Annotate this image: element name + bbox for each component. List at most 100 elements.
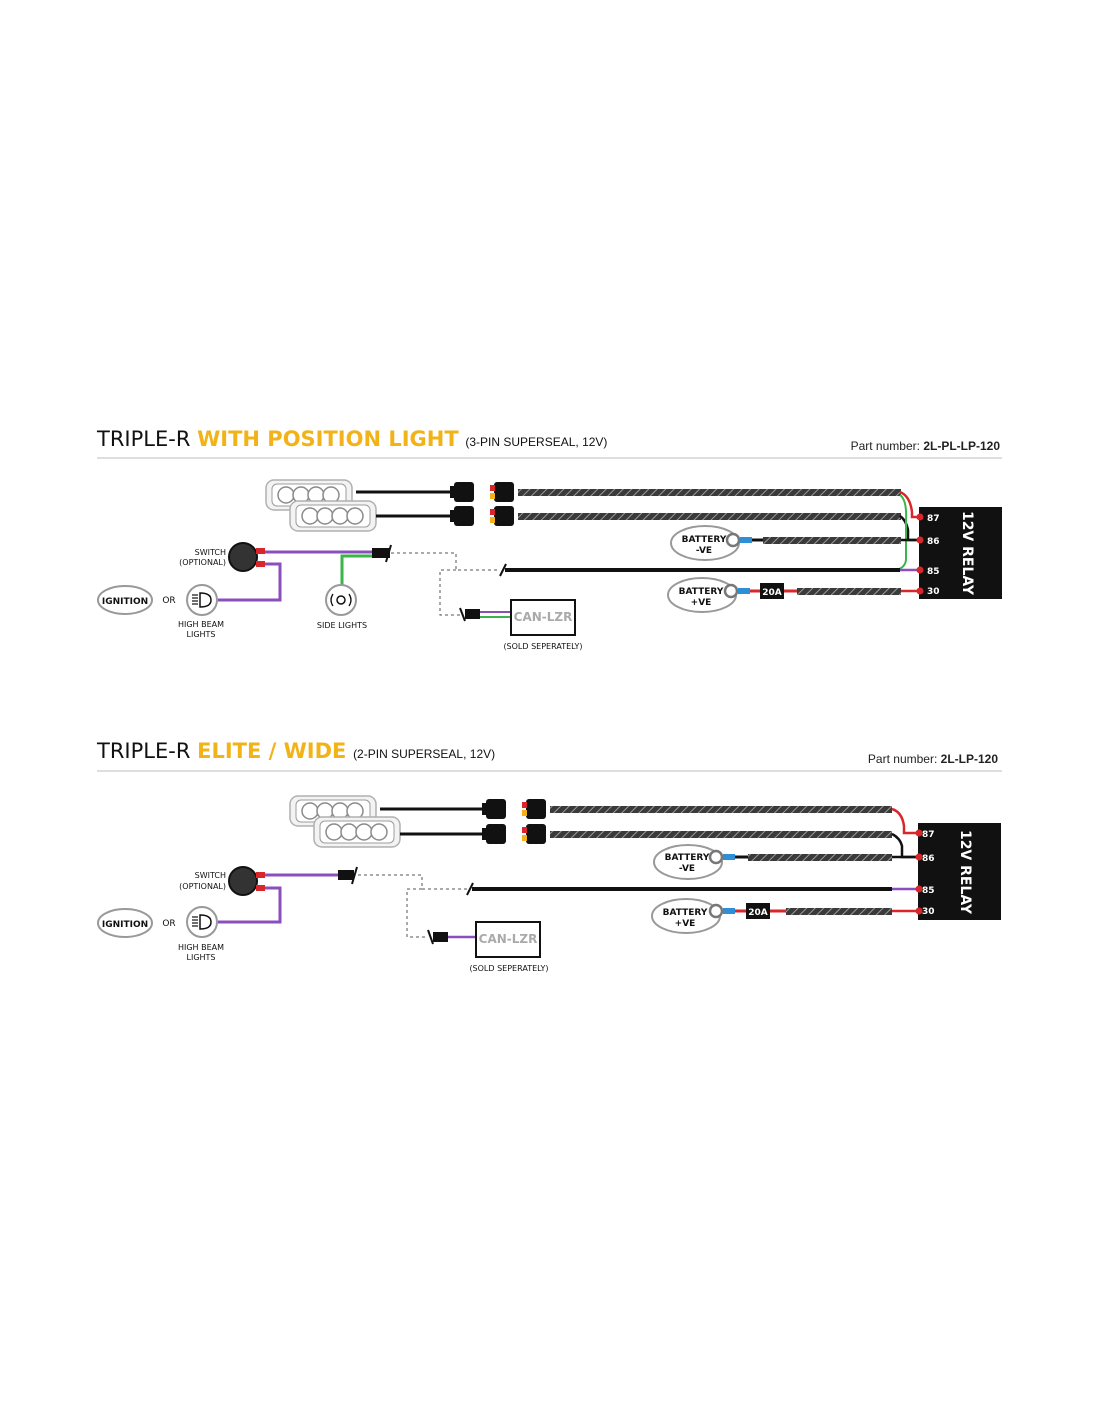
cut-mark (351, 866, 358, 885)
connector-plug-icon (338, 870, 354, 880)
relay-label: 12V RELAY (957, 830, 973, 915)
part-number-label: Part number: (868, 752, 937, 766)
relay (919, 507, 1002, 599)
harness-braid (550, 806, 892, 813)
diagram-2-title: TRIPLE-R ELITE / WIDE (2-PIN SUPERSEAL, … (96, 739, 495, 763)
harness-braid (786, 908, 892, 915)
fuse-label: 20A (748, 908, 768, 918)
high-beam-label-2: LIGHTS (187, 630, 216, 639)
battery-positive-sub: +VE (675, 919, 696, 929)
relay-pin-87: 87 (922, 830, 935, 840)
diagram-2-title-suffix: (2-PIN SUPERSEAL, 12V) (353, 747, 495, 761)
wire-purple (218, 562, 282, 602)
wire-red (899, 490, 919, 519)
relay-pin-85: 85 (922, 886, 935, 896)
relay-pin (916, 536, 924, 544)
cut-mark (385, 544, 392, 563)
high-beam-label: HIGH BEAM (178, 620, 224, 629)
cut-mark (466, 882, 474, 896)
can-route-dashed (358, 874, 467, 890)
harness-braid (550, 831, 892, 838)
relay-pin (916, 587, 924, 595)
switch-label-optional: (OPTIONAL) (179, 882, 226, 891)
connector-socket-icon (522, 824, 546, 844)
or-label: OR (162, 596, 175, 606)
part-number-value: 2L-LP-120 (941, 752, 999, 766)
diagram-2: TRIPLE-R ELITE / WIDE (2-PIN SUPERSEAL, … (96, 739, 1002, 973)
harness-braid (518, 513, 901, 520)
wire-black (891, 832, 918, 859)
wire-green (340, 554, 372, 585)
high-beam-label-2: LIGHTS (187, 953, 216, 962)
connector-plug-icon (450, 506, 474, 526)
can-route-dashed (391, 552, 500, 571)
battery-negative-callout (653, 844, 723, 880)
connector-socket-icon (522, 799, 546, 819)
ignition-label: IGNITION (102, 920, 148, 930)
diagram-1-title-accent: WITH POSITION LIGHT (197, 427, 459, 451)
side-lights-label: SIDE LIGHTS (317, 621, 367, 630)
battery-positive-label: BATTERY (663, 908, 708, 918)
diagram-1-part-number: Part number: 2L-PL-LP-120 (851, 439, 1001, 453)
connector-plug-icon (372, 548, 390, 558)
terminal-sleeve (723, 854, 735, 860)
switch-label: SWITCH (195, 871, 226, 880)
battery-negative-sub: -VE (696, 546, 712, 556)
switch-label-optional: (OPTIONAL) (179, 558, 226, 567)
ring-terminal-icon (708, 903, 724, 919)
relay-pin (915, 853, 923, 861)
switch-terminal (256, 548, 265, 554)
relay (918, 823, 1001, 920)
relay-pin-30: 30 (922, 907, 935, 917)
can-lzr-label: CAN-LZR (514, 610, 573, 624)
connector-plug-icon (465, 609, 480, 619)
relay-pin-85: 85 (927, 567, 940, 577)
battery-positive-sub: +VE (691, 598, 712, 608)
relay-pin (916, 513, 924, 521)
wire-black (899, 514, 919, 542)
terminal-sleeve (740, 537, 752, 543)
terminal-sleeve (723, 908, 735, 914)
connector-plug-icon (433, 932, 448, 942)
relay-pin-86: 86 (927, 537, 940, 547)
battery-negative-label: BATTERY (682, 535, 727, 545)
relay-pin (915, 829, 923, 837)
terminal-sleeve (738, 588, 750, 594)
relay-pin (915, 907, 923, 915)
part-number-label: Part number: (851, 439, 920, 453)
relay-pin (915, 885, 923, 893)
ignition-label: IGNITION (102, 597, 148, 607)
light-bar-icon (313, 816, 401, 848)
light-bar-icon (289, 500, 377, 532)
switch-terminal (256, 885, 265, 891)
ignition-callout (97, 585, 153, 615)
switch-icon (228, 866, 258, 896)
fuse-holder (746, 903, 770, 919)
cut-mark (499, 563, 507, 577)
diagram-1: TRIPLE-R WITH POSITION LIGHT (3-PIN SUPE… (96, 427, 1002, 651)
high-beam-symbol (199, 914, 212, 930)
relay-pin-30: 30 (927, 587, 940, 597)
connector-plug-icon (482, 824, 506, 844)
relay-pin-87: 87 (927, 514, 940, 524)
relay-label: 12V RELAY (959, 511, 975, 596)
fuse-label: 20A (762, 588, 782, 598)
can-lzr-label: CAN-LZR (479, 932, 538, 946)
harness-braid (748, 854, 892, 861)
can-route-dashed (406, 888, 428, 938)
harness-braid (763, 537, 901, 544)
switch-icon (228, 542, 258, 572)
diagram-1-title: TRIPLE-R WITH POSITION LIGHT (3-PIN SUPE… (96, 427, 607, 451)
connector-socket-icon (490, 506, 514, 526)
ignition-callout (97, 908, 153, 938)
sold-separately-note: (SOLD SEPERATELY) (469, 964, 548, 973)
wire-green (895, 494, 908, 571)
connector-socket-icon (490, 482, 514, 502)
diagram-2-title-prefix: TRIPLE-R (96, 739, 190, 763)
cut-mark (459, 607, 466, 622)
battery-negative-sub: -VE (679, 864, 695, 874)
switch-label: SWITCH (195, 548, 226, 557)
high-beam-label: HIGH BEAM (178, 943, 224, 952)
can-lzr-module (510, 599, 576, 636)
